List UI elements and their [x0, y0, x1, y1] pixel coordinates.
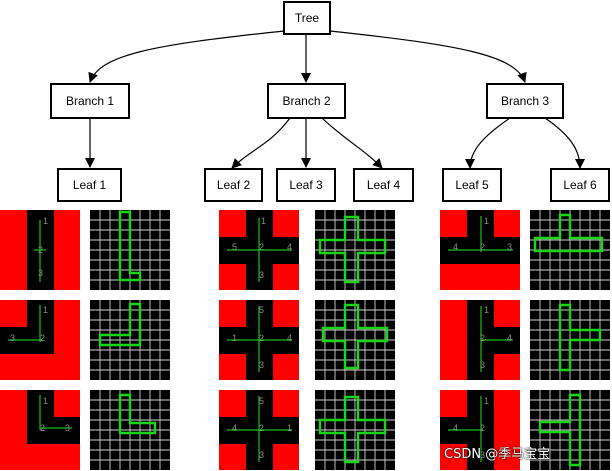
tile-label: 1: [287, 423, 292, 433]
green-shape-outline: [118, 393, 157, 435]
mask-tile-leaf5-row1: 1 4 2 3: [440, 210, 520, 290]
node-branch1-label: Branch 1: [66, 94, 114, 108]
grid-tile-leaf6-row1: [530, 210, 610, 290]
green-shape-outline: [318, 395, 387, 464]
green-shape-outline: [533, 213, 604, 253]
tile-label: 4: [453, 423, 458, 433]
green-shape-outline: [318, 215, 387, 284]
node-leaf1-label: Leaf 1: [73, 178, 107, 192]
edges: [85, 30, 585, 169]
edge-tree-branch3: [329, 30, 527, 83]
node-leaf4-label: Leaf 4: [367, 178, 401, 192]
node-tree: Tree: [283, 1, 331, 35]
tile-label: 1: [484, 305, 489, 315]
node-leaf3-label: Leaf 3: [289, 178, 323, 192]
green-shape-outline: [538, 393, 582, 467]
tile-label: 2: [259, 242, 264, 252]
grid-tile-leaf3-row2: [315, 300, 395, 380]
edge-branch2-leaf4: [321, 117, 383, 169]
edge-branch3-leaf6: [544, 117, 585, 169]
tile-label: 4: [287, 242, 292, 252]
node-leaf1: Leaf 1: [57, 168, 122, 202]
tile-label: 1: [484, 396, 489, 406]
tile-label: 5: [232, 242, 237, 252]
node-leaf2: Leaf 2: [204, 168, 263, 202]
node-branch1: Branch 1: [50, 83, 130, 119]
grid-tile-leaf1-row3: [90, 390, 170, 470]
tile-label: 4: [232, 423, 237, 433]
mask-tile-leaf1-row2: 1 2 3: [0, 300, 80, 380]
tile-label: 3: [65, 423, 70, 433]
mask-tile-leaf1-row1: 1 2 3: [0, 210, 80, 290]
grid-tile-leaf2-row1: [315, 210, 395, 290]
green-shape-outline: [118, 210, 142, 282]
node-leaf6-label: Leaf 6: [563, 178, 597, 192]
node-leaf3: Leaf 3: [276, 168, 336, 202]
green-shape-outline: [98, 302, 142, 347]
mask-tile-leaf5-row3: 1 4 2 3: [440, 390, 520, 470]
edge-tree-branch1: [88, 30, 285, 83]
node-branch2-label: Branch 2: [282, 94, 330, 108]
tile-label: 1: [484, 216, 489, 226]
tile-label: 5: [259, 396, 264, 406]
edge-branch3-leaf5: [465, 117, 511, 169]
tile-label: 4: [287, 333, 292, 343]
tile-label: 3: [259, 270, 264, 280]
mask-tile-leaf5-row2: 1 2 4 3: [440, 300, 520, 380]
watermark: CSDN @季马宝宝: [444, 447, 551, 462]
green-shape-outline: [321, 303, 389, 370]
tile-label: 3: [259, 450, 264, 460]
grid-tile-leaf6-row3: [530, 390, 610, 470]
mask-tile-leaf2-row1: 1 5 2 4 3: [219, 210, 299, 290]
mask-tile-leaf3-row2: 5 1 2 4 3: [219, 300, 299, 380]
tile-label: 1: [261, 216, 266, 226]
tile-label: 1: [232, 333, 237, 343]
green-shape-outline: [558, 303, 602, 372]
grid-tiles: [90, 210, 610, 470]
grid-tile-leaf6-row2: [530, 300, 610, 380]
mask-tile-leaf4-row3: 5 4 2 1 3: [219, 390, 299, 470]
grid-tile-leaf4-row3: [315, 390, 395, 470]
tile-label: 4: [453, 242, 458, 252]
node-leaf5: Leaf 5: [442, 168, 502, 202]
tile-label: 4: [507, 333, 512, 343]
tile-label: 3: [38, 268, 43, 278]
grid-tile-leaf1-row1: [90, 210, 170, 290]
node-leaf5-label: Leaf 5: [455, 178, 489, 192]
tile-label: 1: [43, 216, 48, 226]
node-leaf4: Leaf 4: [353, 168, 414, 202]
node-tree-label: Tree: [295, 11, 320, 25]
tile-label: 3: [480, 360, 485, 370]
edge-branch2-leaf2: [231, 117, 291, 169]
tile-label: 2: [40, 423, 45, 433]
tile-label: 2: [259, 333, 264, 343]
tile-label: 2: [480, 242, 485, 252]
tile-label: 5: [259, 305, 264, 315]
tile-label: 3: [480, 450, 485, 460]
mask-tile-leaf1-row3: 1 2 3: [0, 390, 80, 470]
tile-label: 2: [480, 423, 485, 433]
node-branch3-label: Branch 3: [501, 94, 549, 108]
tile-label: 2: [259, 423, 264, 433]
node-branch3: Branch 3: [486, 83, 564, 119]
node-leaf2-label: Leaf 2: [217, 178, 251, 192]
tile-label: 1: [43, 396, 48, 406]
tile-label: 2: [38, 245, 43, 255]
tile-label: 1: [43, 305, 48, 315]
tile-label: 3: [10, 333, 15, 343]
node-branch2: Branch 2: [267, 83, 346, 119]
tile-label: 2: [40, 333, 45, 343]
tile-label: 3: [259, 360, 264, 370]
tile-label: 3: [507, 242, 512, 252]
tile-label: 2: [480, 333, 485, 343]
grid-tile-leaf1-row2: [90, 300, 170, 380]
node-leaf6: Leaf 6: [550, 168, 610, 202]
